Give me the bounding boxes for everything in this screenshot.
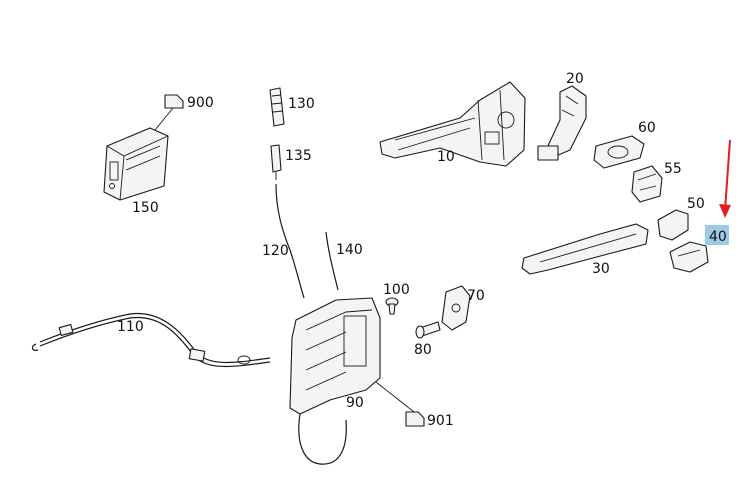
label-80: 80: [414, 342, 432, 358]
label-90: 90: [346, 395, 364, 411]
part-70-striker: [441, 285, 471, 331]
part-140-cable: [325, 231, 339, 291]
part-55-bracket: [631, 165, 663, 203]
part-110-cable: [31, 312, 271, 368]
part-20-bracket: [537, 85, 587, 161]
label-100: 100: [383, 282, 410, 298]
label-55: 55: [664, 161, 682, 177]
label-20: 20: [566, 71, 584, 87]
highlight-box-40: [705, 225, 729, 245]
label-50: 50: [687, 196, 705, 212]
label-40: 40: [709, 229, 727, 245]
part-130-rod-cover: [269, 87, 285, 127]
part-50-end-cap: [657, 209, 689, 241]
part-100-screw: [385, 297, 399, 315]
part-40-end-cap: [669, 241, 709, 273]
label-70: 70: [467, 288, 485, 304]
label-60: 60: [638, 120, 656, 136]
label-30: 30: [592, 261, 610, 277]
part-901-connector-symbol: [375, 381, 425, 427]
label-140: 140: [336, 242, 363, 258]
part-120-cable: [275, 183, 305, 299]
part-150-control-module: [103, 127, 169, 201]
part-30-outer-handle: [521, 223, 649, 275]
part-10-handle-carrier: [379, 81, 526, 167]
label-130: 130: [288, 96, 315, 112]
part-135-rod-end: [270, 144, 282, 180]
label-110: 110: [117, 319, 144, 335]
label-901: 901: [427, 413, 454, 429]
part-900-connector-symbol: [154, 94, 184, 131]
highlight-arrow: [719, 139, 731, 218]
part-80-bolt: [415, 321, 441, 339]
label-900: 900: [187, 95, 214, 111]
label-135: 135: [285, 148, 312, 164]
label-150: 150: [132, 200, 159, 216]
label-10: 10: [437, 149, 455, 165]
part-60-cover-trim: [593, 135, 645, 169]
part-90-door-lock: [289, 297, 381, 465]
label-120: 120: [262, 243, 289, 259]
